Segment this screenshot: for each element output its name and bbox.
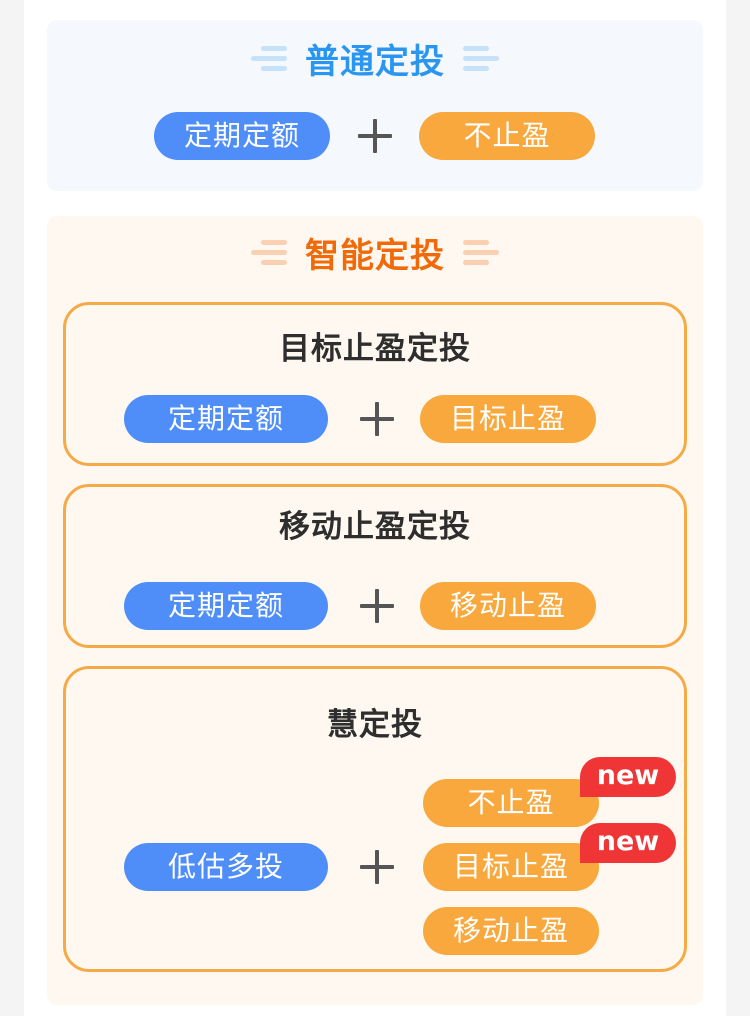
normal-plan-heading: 普通定投 (47, 38, 703, 82)
plus-icon (360, 402, 394, 436)
smart-plan-title: 智能定投 (305, 235, 445, 276)
normal-plan-section: 普通定投 定期定额 不止盈 (47, 20, 703, 191)
plus-icon (360, 850, 394, 884)
heading-deco-right-icon (463, 237, 499, 267)
plus-icon (358, 119, 392, 153)
heading-deco-right-icon (463, 43, 499, 73)
smart-plan-section: 智能定投 目标止盈定投 定期定额 目标止盈 移动止盈定投 定期定额 移动止盈 慧… (47, 216, 703, 1005)
new-badge: new (580, 823, 676, 863)
no-take-profit-pill[interactable]: 不止盈 (419, 112, 595, 160)
normal-plan-title: 普通定投 (305, 41, 445, 82)
smart-plan-heading: 智能定投 (47, 232, 703, 276)
heading-deco-left-icon (251, 43, 287, 73)
undervalue-invest-more-pill[interactable]: 低估多投 (124, 843, 328, 891)
plus-icon (360, 589, 394, 623)
heading-deco-left-icon (251, 237, 287, 267)
target-profit-pill[interactable]: 目标止盈 (420, 395, 596, 443)
option-no-take-profit-pill[interactable]: 不止盈 (423, 779, 599, 827)
page: 普通定投 定期定额 不止盈 智能定投 目标止盈定投 定期定额 目标止盈 移动止盈… (24, 0, 726, 1016)
option-trailing-profit-pill[interactable]: 移动止盈 (423, 907, 599, 955)
fixed-amount-pill[interactable]: 定期定额 (124, 582, 328, 630)
option-target-profit-pill[interactable]: 目标止盈 (423, 843, 599, 891)
new-badge: new (580, 757, 676, 797)
card-title: 目标止盈定投 (279, 331, 471, 367)
card-title: 移动止盈定投 (279, 509, 471, 545)
target-profit-card[interactable]: 目标止盈定投 定期定额 目标止盈 (63, 302, 687, 466)
fixed-amount-pill[interactable]: 定期定额 (154, 112, 330, 160)
trailing-profit-pill[interactable]: 移动止盈 (420, 582, 596, 630)
fixed-amount-pill[interactable]: 定期定额 (124, 395, 328, 443)
trailing-profit-card[interactable]: 移动止盈定投 定期定额 移动止盈 (63, 484, 687, 648)
smart-value-card[interactable]: 慧定投 低估多投 不止盈 new 目标止盈 new 移动止盈 (63, 666, 687, 972)
card-title: 慧定投 (327, 707, 423, 743)
